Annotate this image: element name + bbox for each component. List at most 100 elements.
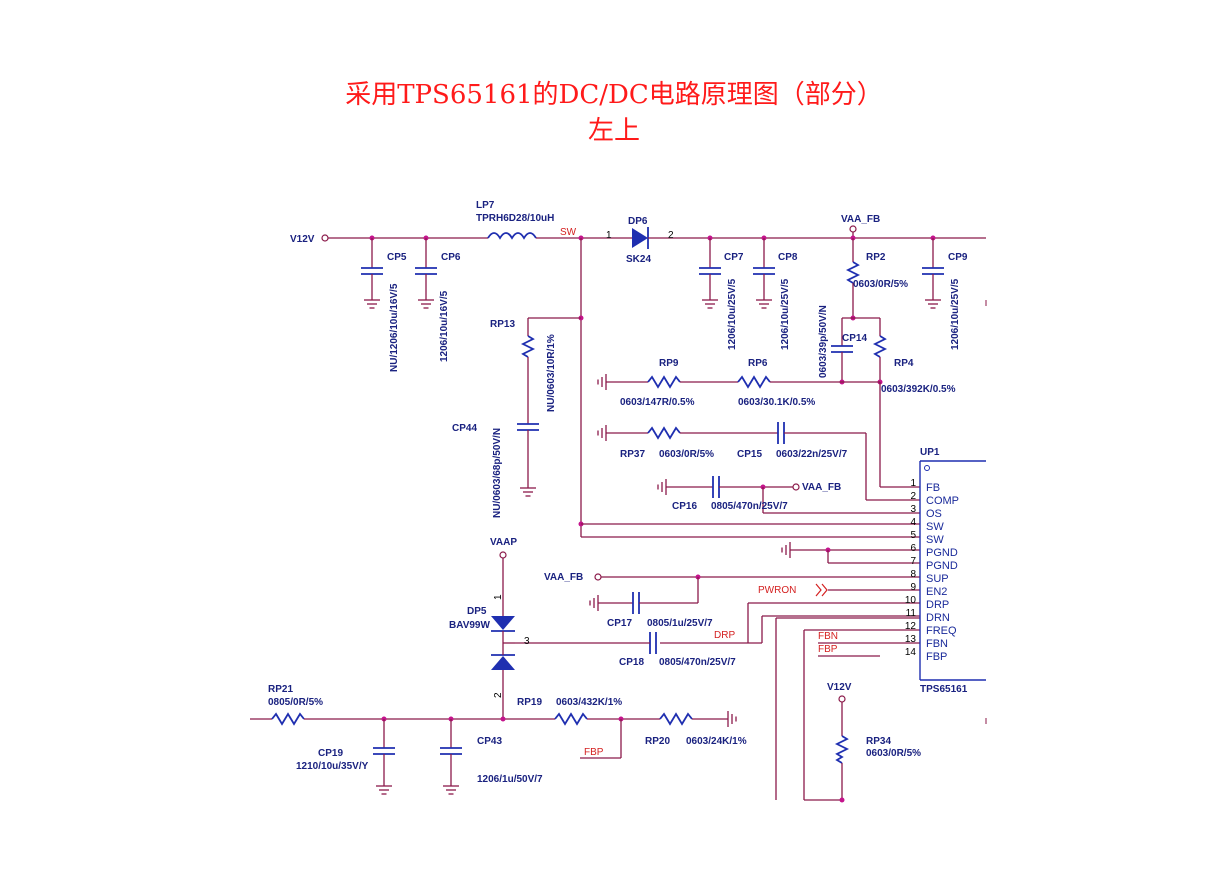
label-rp2-value: 0603/0R/5%: [853, 279, 908, 290]
label-fbp: FBP: [818, 644, 838, 655]
ic-pin-number: 6: [910, 543, 916, 554]
label-rp4: RP4: [894, 358, 914, 369]
label-cp7: CP7: [724, 252, 744, 263]
label-cp15-value: 0603/22n/25V/7: [776, 449, 848, 460]
label-cp17: CP17: [607, 618, 632, 629]
resistor-rp9: [647, 375, 681, 389]
ic-pin-name: OS: [926, 508, 942, 520]
label-rp2: RP2: [866, 252, 886, 263]
ic-pin-number: 9: [910, 582, 916, 593]
resistor-rp6: [737, 375, 771, 389]
label-cp16: CP16: [672, 501, 697, 512]
label-rp19: RP19: [517, 697, 542, 708]
ic-pin-number: 5: [910, 530, 916, 541]
ic-pin-name: PGND: [926, 560, 958, 572]
label-v12v: V12V: [290, 234, 315, 245]
capacitor-cp19: [373, 719, 395, 795]
label-fbp-bottom: FBP: [584, 747, 604, 758]
label-vaa-fb-sup: VAA_FB: [544, 572, 583, 583]
label-cp6-value: 1206/10u/16V/5: [439, 290, 450, 362]
ic-pin-number: 14: [905, 647, 917, 658]
label-dp5-pin2: 2: [493, 692, 504, 698]
label-fbn: FBN: [818, 631, 838, 642]
capacitor-cp43: [440, 719, 462, 795]
ic-pin-number: 13: [905, 634, 917, 645]
label-cp44: CP44: [452, 423, 477, 434]
capacitor-cp6: [415, 238, 437, 309]
label-v12v-bottom: V12V: [827, 682, 852, 693]
label-lp7-value: TPRH6D28/10uH: [476, 213, 554, 224]
capacitor-cp7: [699, 238, 721, 309]
ic-up1: [919, 460, 986, 681]
label-dp5: DP5: [467, 606, 487, 617]
ic-pin-number: 12: [905, 621, 917, 632]
label-dp6-pin1: 1: [606, 230, 612, 241]
label-rp13: RP13: [490, 319, 515, 330]
label-rp37: RP37: [620, 449, 645, 460]
label-rp6: RP6: [748, 358, 768, 369]
label-rp13-value: NU/0603/10R/1%: [546, 334, 557, 412]
label-rp20-value: 0603/24K/1%: [686, 736, 747, 747]
ic-pin-name: DRP: [926, 599, 949, 611]
label-rp9-value: 0603/147R/0.5%: [620, 397, 695, 408]
label-cp19-value: 1210/10u/35V/Y: [296, 761, 369, 772]
label-rp9: RP9: [659, 358, 679, 369]
label-cp14: CP14: [842, 333, 867, 344]
label-dp5-pin1: 1: [493, 594, 504, 600]
label-vaap: VAAP: [490, 537, 517, 548]
label-vaa-fb-top: VAA_FB: [841, 214, 880, 225]
label-cp5: CP5: [387, 252, 407, 263]
label-sw: SW: [560, 227, 577, 238]
diode-dp6: [632, 228, 648, 248]
label-cp8-value: 1206/10u/25V/5: [780, 278, 791, 350]
label-rp37-value: 0603/0R/5%: [659, 449, 714, 460]
diagram-subtitle: 左上: [587, 116, 640, 146]
ic-pin-number: 2: [910, 491, 916, 502]
ic-pin-number: 8: [910, 569, 916, 580]
ic-pin-name: FBN: [926, 638, 948, 650]
ic-pin-name: FREQ: [926, 625, 957, 637]
label-rp21: RP21: [268, 684, 293, 695]
label-rp4-value: 0603/392K/0.5%: [881, 384, 956, 395]
label-rp34-value: 0603/0R/5%: [866, 748, 921, 759]
ic-pin-name: COMP: [926, 495, 959, 507]
ic-pin-number: 11: [906, 608, 917, 619]
inductor-lp7: [487, 232, 537, 240]
ic-pin-number: 7: [910, 556, 916, 567]
label-drp: DRP: [714, 630, 735, 641]
label-cp44-value: NU/0603/68p/50V/N: [492, 428, 503, 518]
capacitor-cp8: [753, 238, 775, 309]
resistor-rp2: [845, 238, 861, 318]
ic-pin-name: SUP: [926, 573, 949, 585]
label-dp6-pin2: 2: [668, 230, 674, 241]
label-rp6-value: 0603/30.1K/0.5%: [738, 397, 815, 408]
label-cp7-value: 1206/10u/25V/5: [727, 278, 738, 350]
label-pwron: PWRON: [758, 585, 796, 596]
ic-pin-name: EN2: [926, 586, 947, 598]
ic-pin-number: 3: [910, 504, 916, 515]
label-cp5-value: NU/1206/10u/16V/5: [389, 283, 400, 372]
label-cp18-value: 0805/470n/25V/7: [659, 657, 736, 668]
ic-pin-name: PGND: [926, 547, 958, 559]
label-lp7: LP7: [476, 200, 495, 211]
label-dp6: DP6: [628, 216, 648, 227]
label-cp43: CP43: [477, 736, 502, 747]
label-cp9: CP9: [948, 252, 968, 263]
capacitor-cp9: [922, 238, 944, 309]
resistor-rp19: [554, 712, 588, 726]
label-vaa-fb-mid: VAA_FB: [802, 482, 841, 493]
v12v-port: [321, 234, 329, 242]
label-cp19: CP19: [318, 748, 343, 759]
label-cp15: CP15: [737, 449, 762, 460]
diagram-title: 采用TPS65161的DC/DC电路原理图（部分）: [345, 80, 883, 110]
label-rp21-value: 0805/0R/5%: [268, 697, 323, 708]
ic-pin-number: 1: [910, 478, 916, 489]
resistor-rp37: [647, 426, 681, 440]
ic-pin-number: 10: [905, 595, 917, 606]
label-cp14-value: 0603/39p/50V/N: [818, 305, 829, 378]
ic-pin-name: DRN: [926, 612, 950, 624]
ic-pin-name: FBP: [926, 651, 947, 663]
label-cp17-value: 0805/1u/25V/7: [647, 618, 713, 629]
label-tps65161: TPS65161: [920, 684, 968, 695]
